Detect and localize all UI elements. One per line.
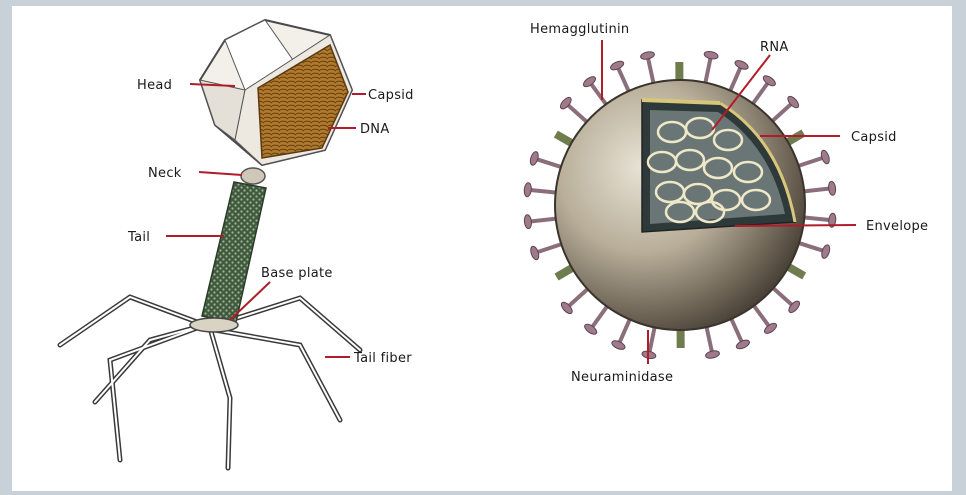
spike-head xyxy=(640,51,655,61)
label-capsid-phage: Capsid xyxy=(368,88,414,103)
neck xyxy=(241,168,265,184)
spike-head xyxy=(529,151,540,166)
spike-head xyxy=(828,181,836,196)
spike-head xyxy=(820,149,831,164)
label-tail: Tail xyxy=(127,230,150,245)
label-dna: DNA xyxy=(360,122,390,137)
spike-head xyxy=(524,214,532,229)
spike-head xyxy=(705,350,720,360)
label-envelope: Envelope xyxy=(866,219,928,234)
label-tail-fiber: Tail fiber xyxy=(353,351,412,366)
label-neuraminidase: Neuraminidase xyxy=(571,370,673,385)
spike-head xyxy=(611,339,627,351)
spike-head xyxy=(529,245,540,260)
spike-head xyxy=(820,244,831,259)
label-neck: Neck xyxy=(148,166,182,181)
spike-head xyxy=(735,338,751,350)
label-head: Head xyxy=(137,78,172,93)
head-capsid xyxy=(200,20,352,165)
tail-sheath xyxy=(202,182,266,322)
spike-head xyxy=(704,50,719,60)
spike-head xyxy=(524,182,532,197)
bacteriophage: Head Capsid DNA Neck Tail Base plate Tai… xyxy=(60,20,414,468)
label-hemagglutinin: Hemagglutinin xyxy=(530,22,629,37)
influenza-virion: Hemagglutinin RNA Capsid Envelope Neuram… xyxy=(524,22,929,385)
spike-head xyxy=(734,59,750,71)
label-rna: RNA xyxy=(760,40,789,55)
spike-head xyxy=(609,59,625,71)
label-base-plate: Base plate xyxy=(261,266,333,281)
label-capsid-influenza: Capsid xyxy=(851,130,897,145)
